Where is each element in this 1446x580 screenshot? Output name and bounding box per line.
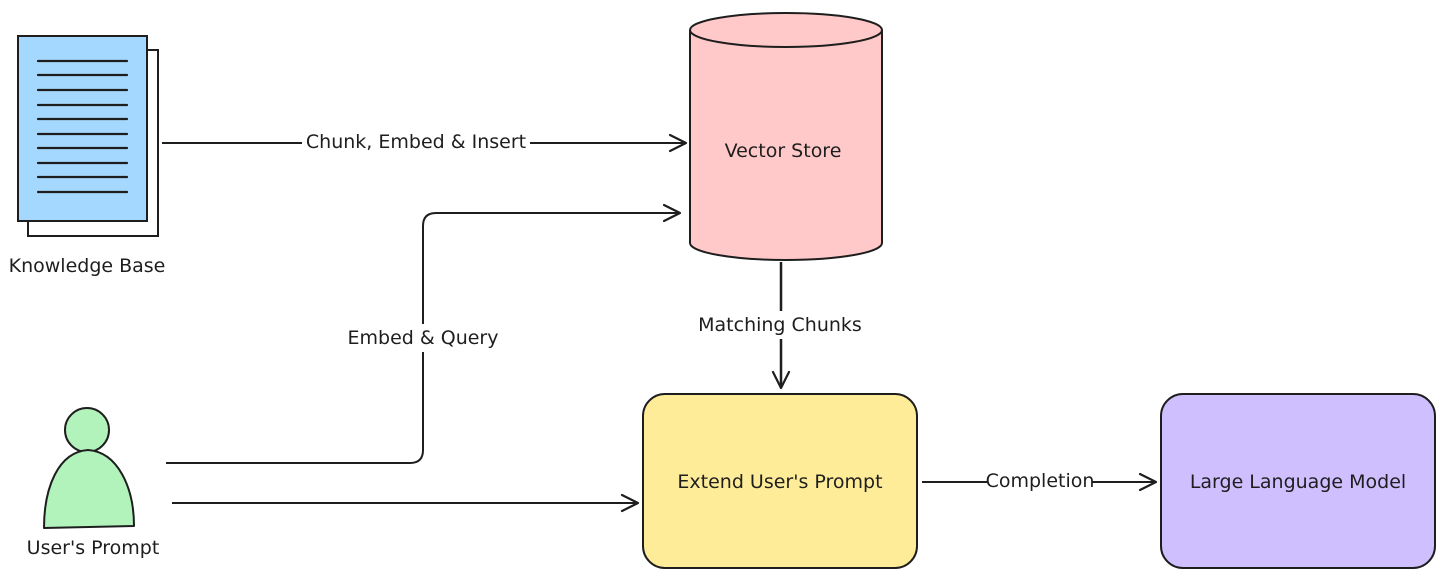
node-knowledge-base: Knowledge Base	[9, 35, 166, 277]
edge-extend-prompt-to-llm: Completion	[922, 470, 1158, 492]
knowledge-base-label: Knowledge Base	[9, 255, 166, 277]
large-language-model-label: Large Language Model	[1190, 471, 1406, 493]
edge-users-prompt-to-vector-store: Embed & Query	[166, 203, 682, 464]
extend-users-prompt-label: Extend User's Prompt	[677, 471, 882, 493]
vector-store-label: Vector Store	[725, 140, 842, 162]
completion-label: Completion	[986, 470, 1095, 492]
document-icon	[17, 35, 159, 237]
node-large-language-model: Large Language Model	[1160, 393, 1436, 569]
users-prompt-label: User's Prompt	[27, 537, 160, 559]
chunk-embed-insert-label: Chunk, Embed & Insert	[306, 131, 526, 153]
edge-knowledge-base-to-vector-store: Chunk, Embed & Insert	[162, 131, 688, 153]
node-users-prompt: User's Prompt	[27, 407, 160, 559]
node-extend-users-prompt: Extend User's Prompt	[642, 393, 918, 569]
embed-query-label: Embed & Query	[348, 327, 499, 349]
person-icon	[43, 407, 135, 529]
database-cylinder-icon	[689, 12, 883, 261]
node-vector-store: Vector Store	[689, 12, 883, 261]
edge-vector-store-to-extend-prompt: Matching Chunks	[698, 262, 862, 390]
matching-chunks-label: Matching Chunks	[698, 314, 862, 336]
